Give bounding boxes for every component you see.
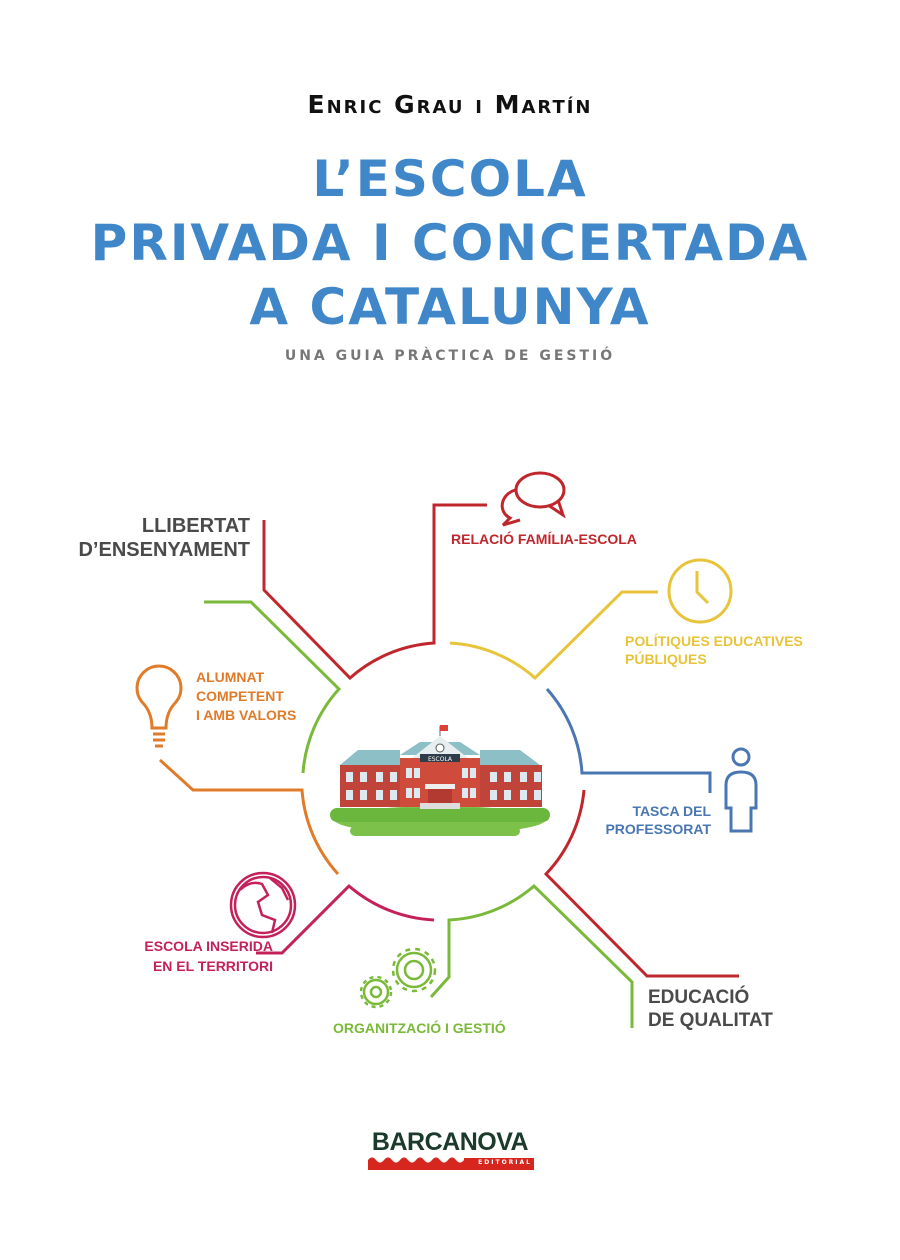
- label-line: DE QUALITAT: [648, 1010, 773, 1031]
- window-icon: [414, 788, 420, 798]
- window-icon: [490, 790, 497, 800]
- window-icon: [406, 788, 412, 798]
- connector-red-top: [262, 503, 487, 681]
- speech-bubbles-icon: [500, 471, 566, 527]
- label-line: LLIBERTAT: [141, 515, 250, 537]
- publisher-sub: EDITORIAL: [478, 1159, 532, 1166]
- window-icon: [346, 790, 353, 800]
- label-tasca-professorat: TASCA DEL PROFESSORAT: [605, 802, 711, 838]
- connector-blue: [545, 688, 712, 793]
- label-llibertat-ensenyament: LLIBERTAT D’ENSENYAMENT: [78, 514, 250, 562]
- label-relacio-familia-escola: RELACIÓ FAMÍLIA-ESCOLA: [451, 531, 637, 547]
- connector-yellow: [449, 590, 658, 681]
- window-icon: [520, 790, 527, 800]
- label-escola-territori: ESCOLA INSERIDA EN EL TERRITORI: [144, 936, 273, 976]
- wave-band-icon: [368, 1157, 534, 1170]
- window-icon: [390, 790, 397, 800]
- connector-orange: [158, 758, 340, 876]
- label-line: EDUCACIÓ: [648, 987, 750, 1008]
- school-sign: ESCOLA: [428, 756, 453, 763]
- label-educacio-qualitat: EDUCACIÓ DE QUALITAT: [648, 986, 773, 1032]
- window-icon: [360, 772, 367, 782]
- connector-magenta: [256, 883, 435, 955]
- connector-green-bottom: [429, 883, 634, 1028]
- label-line: TASCA DEL: [632, 803, 711, 819]
- label-alumnat-competent: ALUMNAT COMPETENT I AMB VALORS: [196, 668, 296, 725]
- gears-icon: [359, 947, 437, 1009]
- lightbulb-icon: [135, 664, 183, 748]
- author-name: Enric Grau i Martín: [307, 90, 593, 119]
- window-icon: [376, 790, 383, 800]
- label-line: EN EL TERRITORI: [152, 958, 273, 974]
- window-icon: [462, 768, 468, 778]
- title-line-2: PRIVADA I CONCERTADA: [90, 214, 810, 272]
- window-icon: [360, 790, 367, 800]
- window-icon: [470, 768, 476, 778]
- window-icon: [414, 768, 420, 778]
- window-icon: [490, 772, 497, 782]
- window-icon: [390, 772, 397, 782]
- label-line: POLÍTIQUES EDUCATIVES: [625, 633, 803, 649]
- label-politiques-educatives: POLÍTIQUES EDUCATIVES PÚBLIQUES: [625, 632, 803, 668]
- window-icon: [470, 788, 476, 798]
- label-line: PÚBLIQUES: [625, 651, 707, 667]
- window-icon: [462, 788, 468, 798]
- label-line: PROFESSORAT: [605, 821, 711, 837]
- label-line: ALUMNAT: [196, 669, 265, 685]
- connector-green-left: [204, 600, 342, 774]
- publisher-logo: BARCANOVA EDITORIAL: [366, 1128, 536, 1174]
- window-icon: [406, 768, 412, 778]
- globe-icon: [229, 871, 297, 939]
- label-line: I AMB VALORS: [196, 707, 297, 723]
- title-line-1: L’ESCOLA: [312, 150, 588, 208]
- label-organitzacio-gestio: ORGANITZACIÓ I GESTIÓ: [333, 1020, 506, 1036]
- clock-icon: [667, 558, 733, 624]
- school-building-icon: ESCOLA: [330, 725, 550, 836]
- publisher-name: BARCANOVA: [371, 1128, 529, 1156]
- label-line: COMPETENT: [196, 688, 284, 704]
- window-icon: [376, 772, 383, 782]
- title-line-3: A CATALUNYA: [249, 278, 651, 336]
- window-icon: [504, 790, 511, 800]
- window-icon: [504, 772, 511, 782]
- person-icon: [724, 747, 758, 833]
- connector-red-right: [543, 789, 739, 978]
- window-icon: [520, 772, 527, 782]
- window-icon: [346, 772, 353, 782]
- window-icon: [534, 790, 541, 800]
- window-icon: [534, 772, 541, 782]
- label-line: ESCOLA INSERIDA: [144, 938, 273, 954]
- subtitle: UNA GUIA PRÀCTICA DE GESTIÓ: [284, 348, 616, 364]
- label-line: D’ENSENYAMENT: [78, 539, 250, 561]
